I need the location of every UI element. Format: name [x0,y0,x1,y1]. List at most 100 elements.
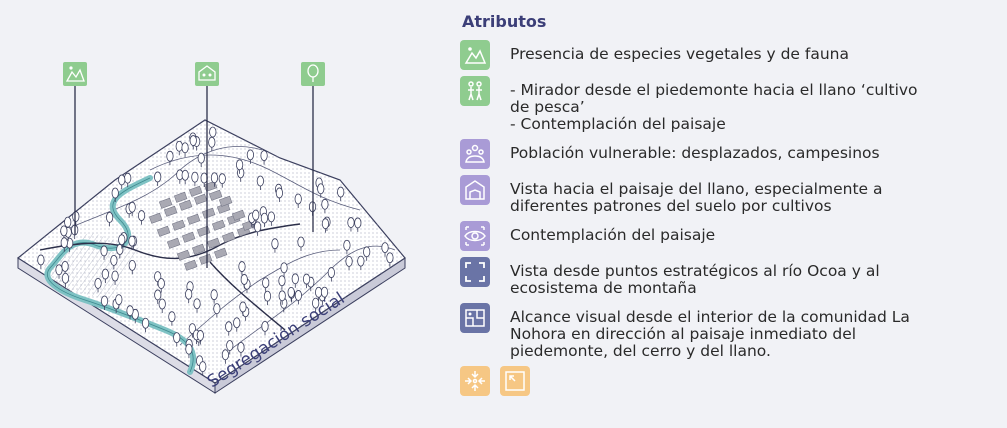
tree [94,277,102,293]
tree [263,290,272,306]
tree [213,303,221,318]
tree [321,218,330,233]
tree [166,150,174,166]
tree-icon [307,64,319,82]
tree [345,255,353,271]
legend-item: Contemplación del paisaje [460,221,1000,251]
tree [357,255,365,271]
legend-text: - Mirador desde el piedemonte hacia el l… [510,81,918,99]
people-viewpoint-icon [198,65,216,81]
legend-item: - Mirador desde el piedemonte hacia el l… [460,76,1000,133]
tree [141,317,150,333]
tree [111,187,119,203]
settlement-block [218,195,233,207]
legend-item: Presencia de especies vegetales y de fau… [460,40,1000,70]
tree [128,259,136,275]
tree [261,320,269,336]
tree [181,142,189,157]
tree [173,332,181,347]
eye-icon [460,221,490,251]
tree [221,349,229,364]
tree [363,246,371,261]
tree [302,273,311,289]
tree [312,297,320,313]
frame-corners-icon [460,257,490,287]
settlement-block [178,199,193,211]
tree [61,272,70,288]
extra-icons [460,366,1000,396]
legend: Atributos Presencia de especies vegetale… [460,10,1000,396]
legend-item: Vista desde puntos estratégicos al río O… [460,257,1000,297]
tree [260,150,268,165]
people-viewpoint-icon [460,76,490,106]
tree [193,298,201,313]
farm-view-icon [460,175,490,205]
tree [191,171,199,187]
tree [185,288,193,304]
tree [240,274,248,289]
tree [280,262,288,277]
legend-text: piedemonte, del cerro y del llano. [510,342,771,360]
tree [115,294,123,309]
tree [260,212,269,228]
tree [118,234,126,249]
tree [210,289,218,304]
tree [317,183,325,198]
tree [185,343,193,359]
compress-arrows-icon [460,366,490,396]
tree [157,278,165,293]
tree [226,340,234,355]
tree [291,273,299,288]
tree [126,305,134,320]
tree [239,301,247,316]
tree [252,209,260,225]
settlement-block [231,209,246,221]
marker-leaders [74,86,314,268]
tree [128,235,136,251]
landscape-icon [460,40,490,70]
legend-item: Alcance visual desde el interior de la c… [460,303,1000,360]
tree [225,321,233,336]
settlement-block [213,247,228,259]
tree [154,171,162,186]
settlement-block [188,185,203,197]
tree [271,238,279,253]
tree [321,198,329,214]
tree [37,254,45,269]
tree [168,311,176,326]
tree [347,217,355,232]
tree [154,289,162,304]
tree [118,174,126,189]
settlement-blocks [148,180,256,271]
settlement-block [211,219,226,231]
tree [320,286,329,302]
settlement-block [191,243,206,255]
legend-title: Atributos [462,12,547,31]
legend-text: Contemplación del paisaje [510,226,716,244]
legend-text: diferentes patrones del suelo por cultiv… [510,197,832,215]
map-view-icon [460,303,490,333]
tree [236,159,244,174]
legend-text: Nohora en dirección al paisaje inmediato… [510,325,857,343]
terrain-dots [18,120,405,383]
legend-text: Población vulnerable: desplazados, campe… [510,144,880,162]
settlement-block [183,259,198,271]
tree [297,236,305,252]
settlement-block [193,193,208,205]
marker-landscape [63,62,87,86]
settlement-block [166,237,181,249]
tree [100,245,108,260]
legend-text: Vista hacia el paisaje del llano, especi… [510,180,883,198]
marker-viewpoint [195,62,219,86]
settlement-block [181,231,196,243]
tree [381,242,389,257]
marker-tree [301,62,325,86]
legend-text: ecosistema de montaña [510,279,697,297]
settlement-block [186,213,201,225]
landscape-icon [65,66,85,82]
settlement-block [148,212,163,224]
legend-text: Alcance visual desde el interior de la c… [510,308,910,326]
tree [386,252,394,267]
river-outline [47,177,194,373]
tree [60,237,68,252]
